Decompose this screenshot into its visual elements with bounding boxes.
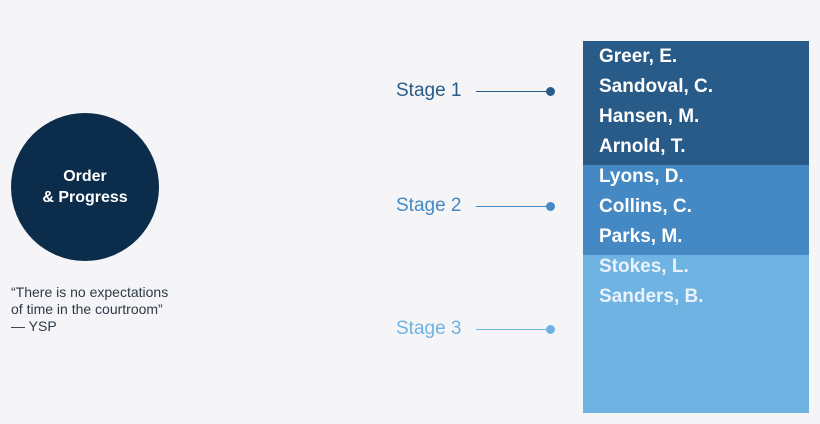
stage-3-dot (546, 324, 555, 334)
order-progress-circle: Order & Progress (11, 113, 159, 261)
name-item: Collins, C. (599, 196, 692, 217)
name-item: Stokes, L. (599, 256, 689, 277)
name-item: Lyons, D. (599, 166, 684, 187)
circle-title-line1: Order (63, 168, 107, 185)
stage-1-marker: Stage 1 (396, 79, 555, 103)
stage-1-connector (476, 90, 547, 92)
name-item: Parks, M. (599, 226, 683, 247)
stage-2-dot (546, 201, 555, 211)
name-item: Hansen, M. (599, 106, 700, 127)
stage-1-band (583, 41, 809, 165)
stage-name-stack: Greer, E. Sandoval, C. Hansen, M. Arnold… (583, 41, 809, 413)
stage-2-marker: Stage 2 (396, 194, 555, 218)
name-list: Greer, E. Sandoval, C. Hansen, M. Arnold… (599, 42, 713, 312)
stage-1-dot (546, 86, 555, 96)
stage-3-band (583, 255, 809, 413)
circle-title-line2: & Progress (42, 189, 128, 206)
name-item: Sanders, B. (599, 286, 704, 307)
quote: “There is no expectations of time in the… (11, 284, 211, 335)
quote-line1: “There is no expectations (11, 284, 169, 300)
stage-3-connector (476, 328, 547, 330)
quote-line2: of time in the courtroom” (11, 301, 163, 317)
name-item: Arnold, T. (599, 136, 686, 157)
stage-2-connector (476, 205, 547, 207)
stage-3-label: Stage 3 (396, 318, 462, 339)
stage-1-label: Stage 1 (396, 80, 462, 101)
stage-3-marker: Stage 3 (396, 317, 555, 341)
quote-attribution: — YSP (11, 318, 57, 334)
stage-2-label: Stage 2 (396, 195, 462, 216)
stage-2-band (583, 165, 809, 255)
name-item: Greer, E. (599, 46, 678, 67)
name-item: Sandoval, C. (599, 76, 714, 97)
